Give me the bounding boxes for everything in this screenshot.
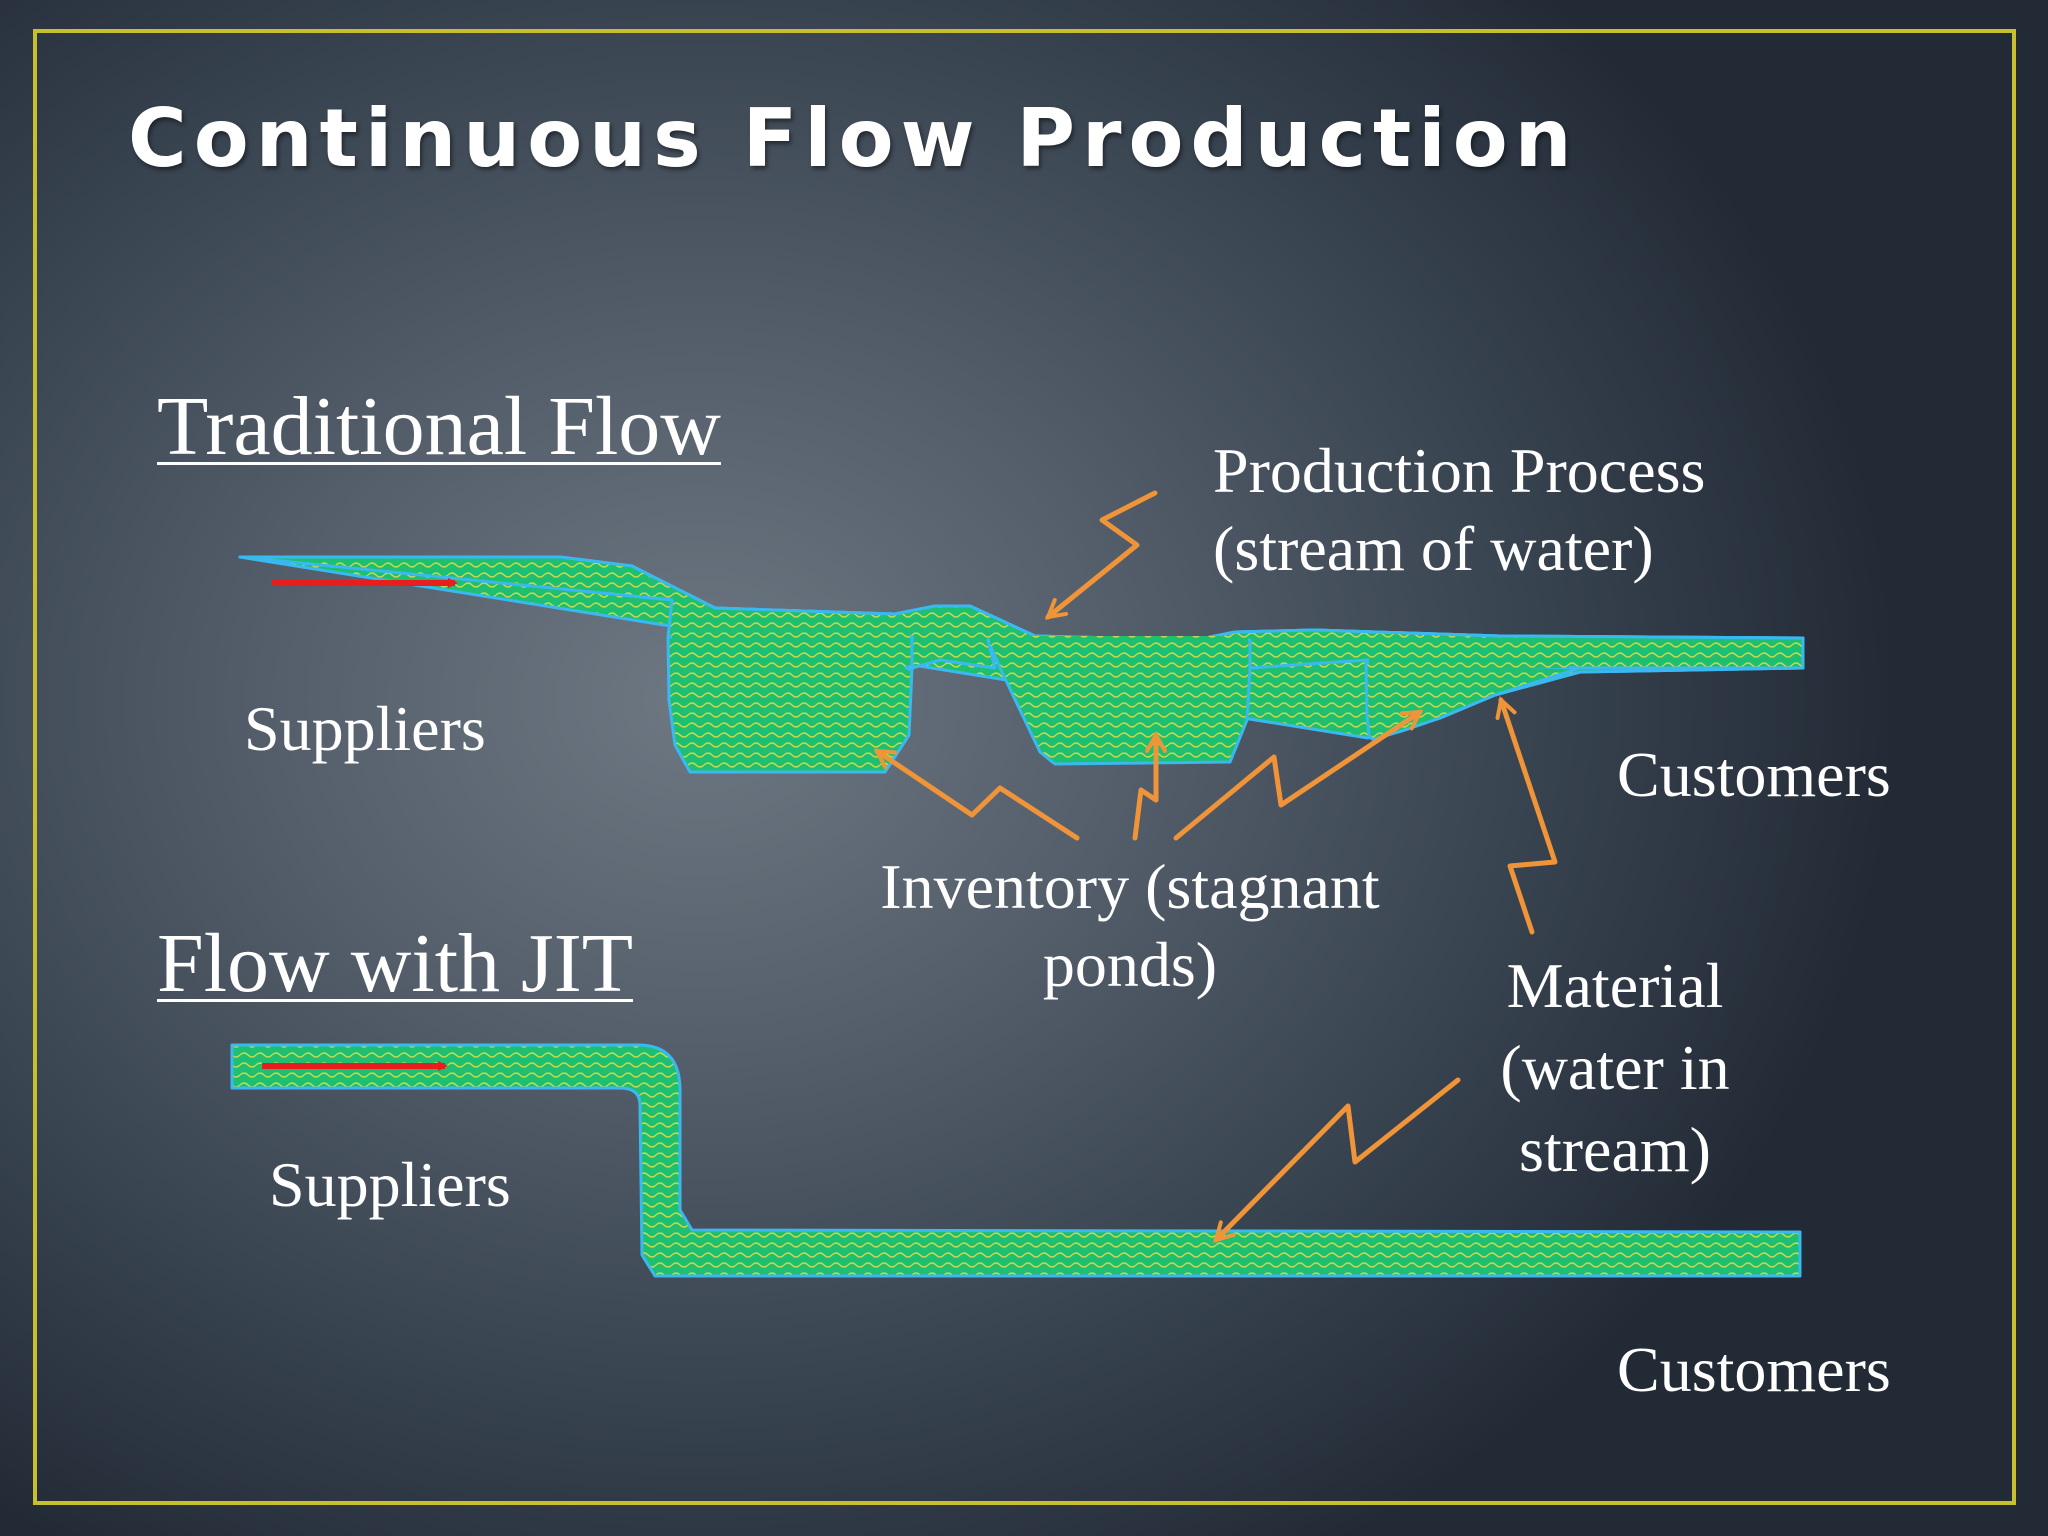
callout-arrow-icon	[1216, 1077, 1461, 1240]
inventory-pond-1	[666, 635, 914, 774]
production-process-line-2: (stream of water)	[1213, 513, 1654, 584]
inventory-pond-2	[986, 638, 1252, 766]
traditional-flow-heading: Traditional Flow	[157, 380, 721, 473]
callout-arrow-icon	[1048, 490, 1158, 617]
inventory-callout: Inventory (stagnant ponds)	[860, 848, 1400, 1004]
traditional-upper-channel	[238, 555, 1805, 670]
production-process-line-1: Production Process	[1213, 435, 1706, 506]
inventory-line-1: Inventory (stagnant	[880, 851, 1380, 922]
material-line-2: (water in	[1500, 1032, 1730, 1103]
callout-arrow-icon	[1132, 735, 1156, 841]
production-process-callout: Production Process (stream of water)	[1213, 432, 1705, 588]
jit-customers-label: Customers	[1617, 1334, 1891, 1405]
seam-cover-3	[1369, 658, 1569, 668]
seam-cover-2	[990, 636, 1248, 646]
jit-flow-heading: Flow with JIT	[157, 917, 634, 1010]
material-callout: Material (water in stream)	[1460, 945, 1770, 1191]
material-line-3: stream)	[1519, 1114, 1711, 1185]
traditional-suppliers-label: Suppliers	[244, 693, 486, 764]
slide-title: Continuous Flow Production	[128, 92, 1579, 185]
callout-arrow-icon	[1173, 709, 1420, 841]
inventory-line-2: ponds)	[1042, 929, 1218, 1000]
callout-arrow-icon	[877, 748, 1080, 841]
jit-suppliers-label: Suppliers	[269, 1149, 511, 1220]
callout-arrow-icon	[1501, 700, 1558, 935]
slide-frame	[33, 29, 2016, 1505]
traditional-customers-label: Customers	[1617, 739, 1891, 810]
material-line-1: Material	[1506, 950, 1724, 1021]
seam-cover-1	[672, 632, 910, 644]
